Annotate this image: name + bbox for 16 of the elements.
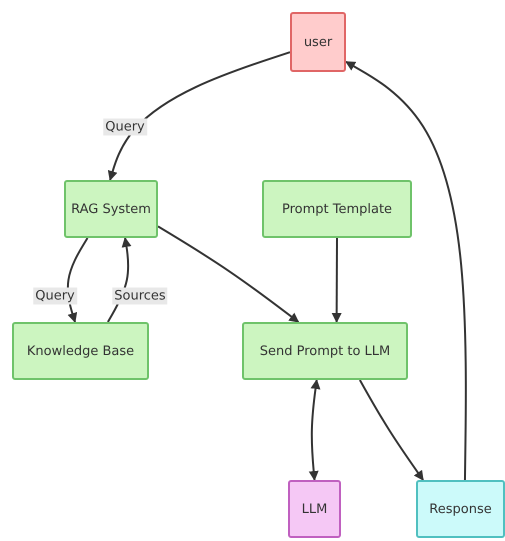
- arrow: [358, 380, 424, 481]
- arrow: [308, 379, 320, 481]
- edge-label: Query: [33, 288, 77, 304]
- edge-label: Query: [103, 118, 147, 136]
- arrow: [157, 226, 300, 323]
- process-box: user: [290, 12, 346, 72]
- process-box: RAG System: [64, 180, 158, 238]
- process-box: Response: [416, 480, 505, 538]
- arrow: [108, 51, 290, 181]
- arrow: [332, 238, 342, 323]
- process-box: LLM: [288, 480, 341, 538]
- process-box: Knowledge Base: [12, 322, 149, 380]
- arrow: [345, 60, 467, 480]
- edge-label: Sources: [112, 288, 168, 304]
- process-box: Send Prompt to LLM: [242, 322, 408, 380]
- process-box: Prompt Template: [262, 180, 412, 238]
